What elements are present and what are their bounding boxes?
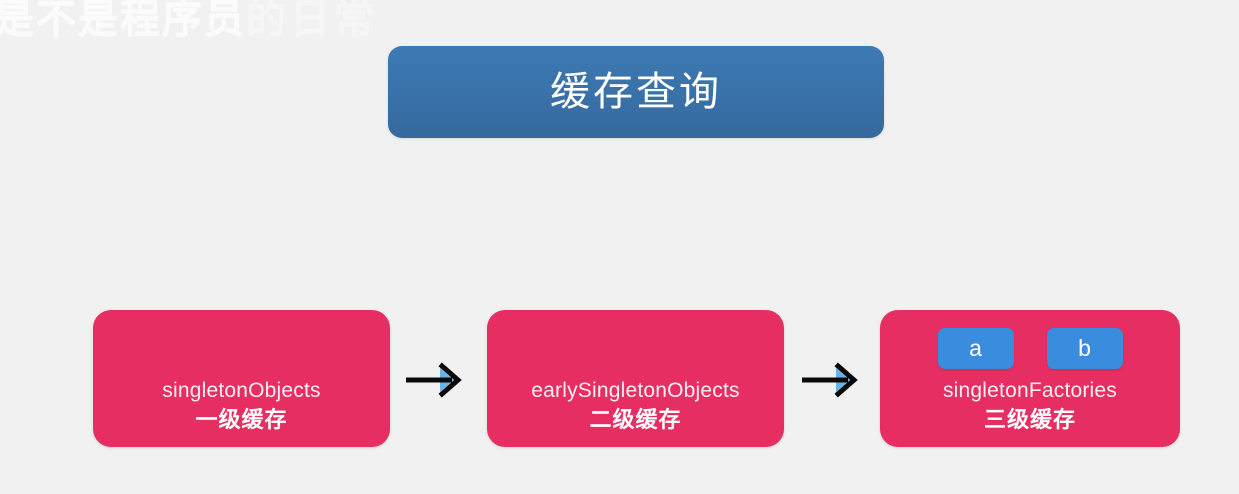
watermark-faint-text: 的日常 <box>246 0 378 41</box>
chip-a: a <box>937 328 1014 369</box>
cache-level-label-3: 三级缓存 <box>983 406 1076 432</box>
cache-box-level-2: earlySingletonObjects 二级缓存 <box>487 310 784 447</box>
chip-b: b <box>1046 328 1123 369</box>
cache-name-level-2: earlySingletonObjects <box>531 379 740 403</box>
arrow-right-icon-2 <box>800 362 864 398</box>
arrow-right-icon-1 <box>404 362 468 398</box>
chip-row: a b <box>880 328 1180 369</box>
cache-flow-row: singletonObjects 一级缓存 earlySingletonObje… <box>0 310 1239 450</box>
chip-a-label: a <box>969 335 982 361</box>
page-title: 缓存查询 <box>550 70 722 114</box>
watermark-text: 是不是程序员 <box>0 0 246 41</box>
cache-name-level-1: singletonObjects <box>162 379 321 403</box>
cache-level-label-1: 一级缓存 <box>195 406 288 432</box>
cache-box-level-1: singletonObjects 一级缓存 <box>93 310 390 447</box>
watermark: 是不是程序员的日常 <box>0 0 378 44</box>
chip-b-label: b <box>1078 335 1091 361</box>
title-banner: 缓存查询 <box>388 46 884 138</box>
cache-box-level-3: a b singletonFactories 三级缓存 <box>880 310 1180 447</box>
cache-name-level-3: singletonFactories <box>942 379 1118 403</box>
cache-level-label-2: 二级缓存 <box>589 406 682 432</box>
